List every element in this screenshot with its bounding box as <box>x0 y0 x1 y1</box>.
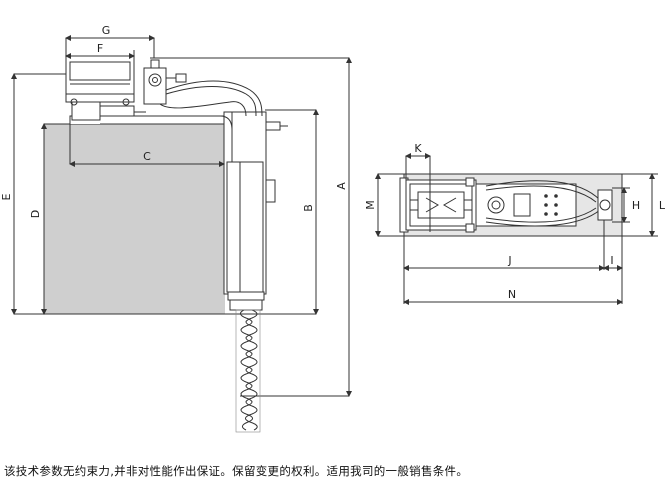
side-view <box>11 35 352 433</box>
spring-cable <box>240 309 253 431</box>
dim-label-i: I <box>610 254 613 267</box>
dim-label-d: D <box>29 210 42 218</box>
dim-label-j: J <box>507 254 511 267</box>
top-view <box>375 153 658 305</box>
dim-label-l: L <box>659 199 666 212</box>
dim-label-m: M <box>364 200 377 210</box>
dim-label-e: E <box>0 193 13 200</box>
dim-label-h: H <box>632 199 640 212</box>
dim-label-a: A <box>335 182 348 190</box>
dim-label-c: C <box>143 150 151 163</box>
dim-label-b: B <box>302 204 315 212</box>
dim-label-n: N <box>508 288 516 301</box>
dim-label-f: F <box>97 42 103 55</box>
workspace-shading <box>44 124 225 314</box>
dim-label-k: K <box>414 142 422 155</box>
dim-label-g: G <box>102 24 111 37</box>
disclaimer-text: 该技术参数无约束力,并非对性能作出保证。保留变更的权利。适用我司的一般销售条件。 <box>4 464 469 478</box>
